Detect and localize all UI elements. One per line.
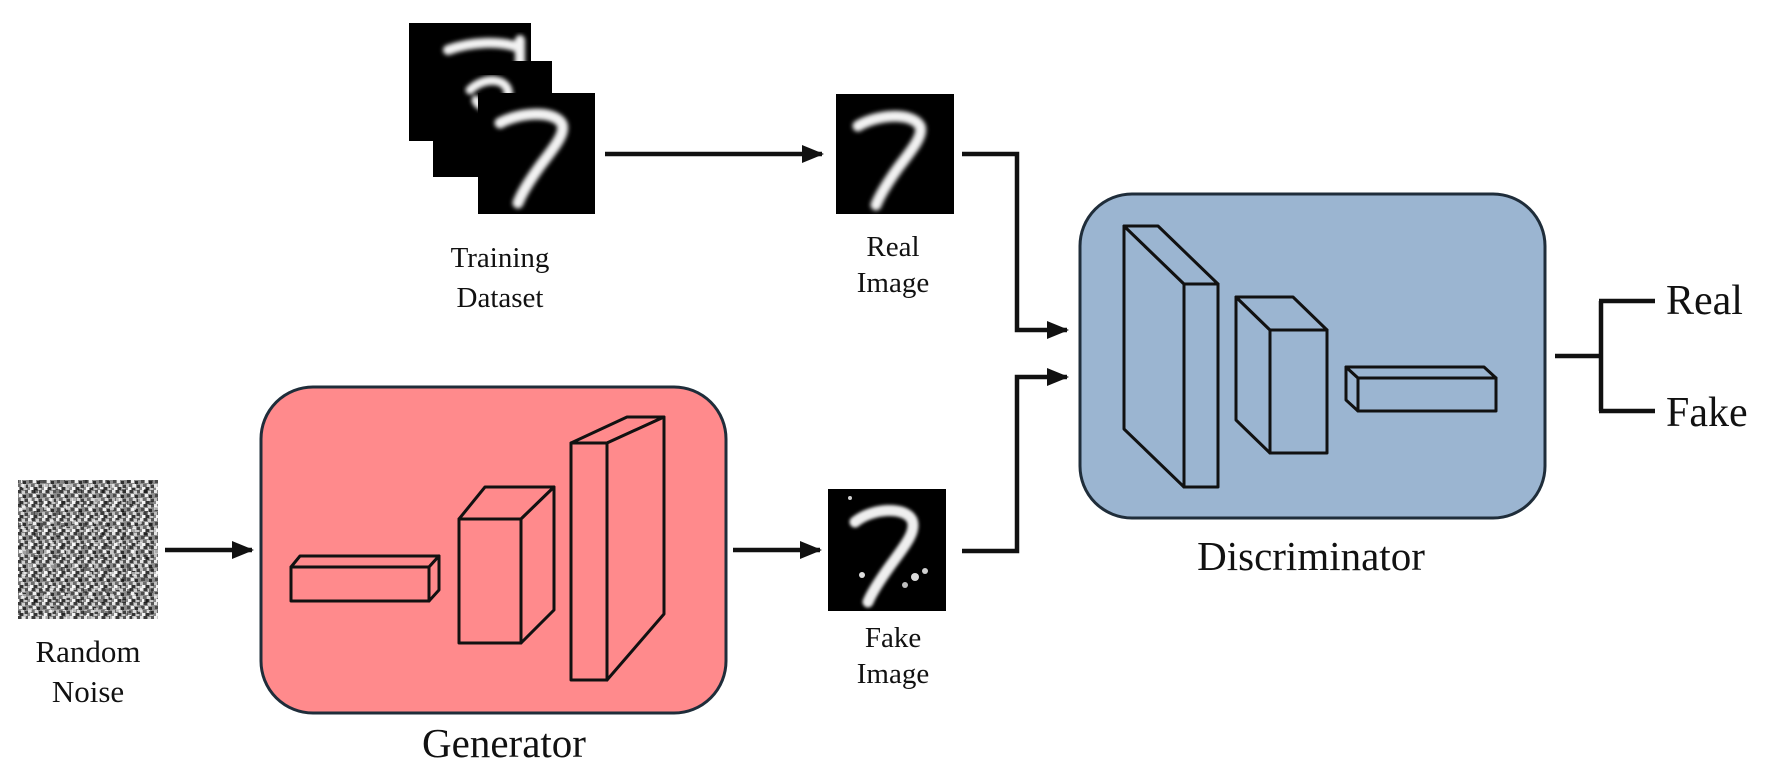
real-image-label-line1: Real <box>866 231 919 263</box>
generator-layer-3 <box>569 415 666 682</box>
training-image-front <box>478 93 595 214</box>
fake-image-label-line1: Fake <box>865 622 921 654</box>
generator-label: Generator <box>422 720 586 766</box>
fake-image-label-line2: Image <box>857 658 929 690</box>
generator-layer-1 <box>289 554 441 603</box>
fake-image <box>828 489 946 611</box>
discriminator-label: Discriminator <box>1197 533 1425 579</box>
output-bracket <box>1555 298 1655 414</box>
discriminator-layer-1 <box>1122 224 1220 489</box>
real-image <box>836 94 954 214</box>
real-image-label-line2: Image <box>857 267 929 299</box>
random-noise-label-line1: Random <box>35 634 140 669</box>
discriminator-layer-3 <box>1344 365 1498 413</box>
discriminator-layer-2 <box>1234 295 1329 455</box>
random-noise-label-line2: Noise <box>52 674 124 709</box>
training-dataset-stack <box>409 23 595 214</box>
training-dataset-label-line1: Training <box>451 242 550 274</box>
generator-layer-2 <box>457 485 556 645</box>
output-real-label: Real <box>1666 278 1743 324</box>
output-fake-label: Fake <box>1666 390 1748 436</box>
arrow-real-to-discriminator <box>962 151 1069 339</box>
training-dataset-label-line2: Dataset <box>457 282 544 314</box>
arrow-fake-to-discriminator <box>962 368 1069 554</box>
random-noise-image <box>18 480 158 619</box>
